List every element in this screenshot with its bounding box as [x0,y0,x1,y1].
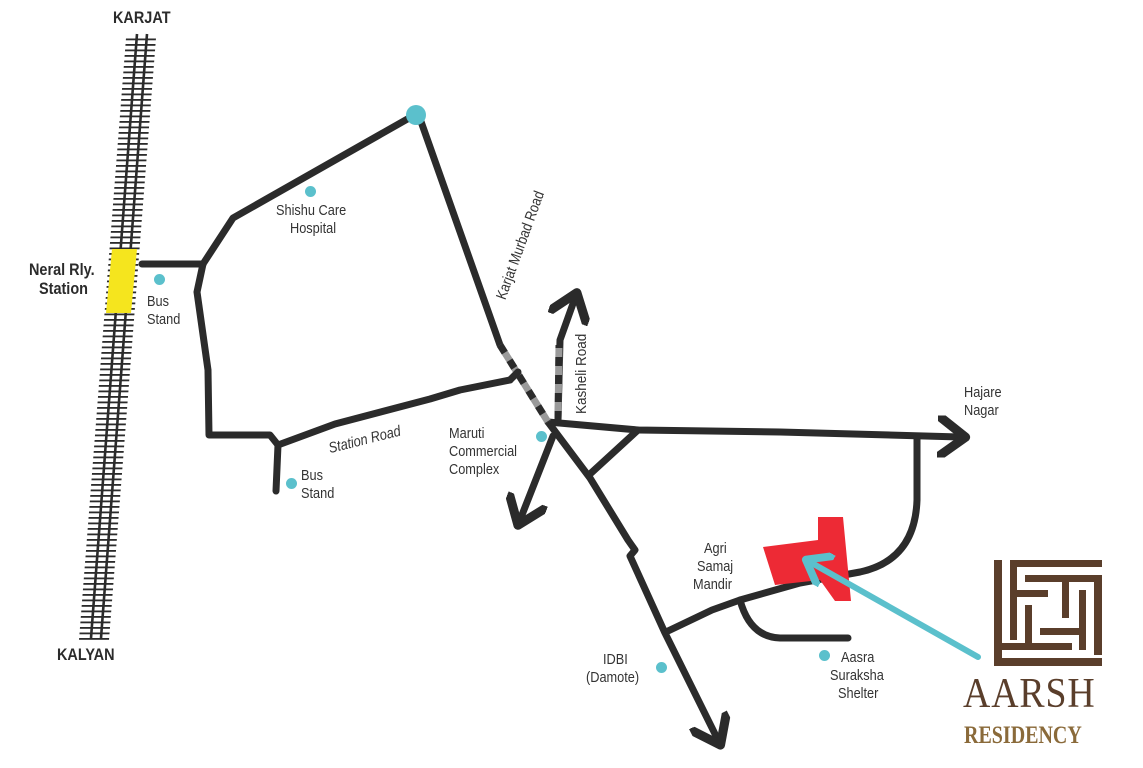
landmark-shishu-care-line1: Shishu Care [276,202,347,219]
poi-dot-bus-stand-north [154,274,165,285]
property-pointer-arrow [810,562,981,660]
poi-dot-shishu-care [305,186,316,197]
landmark-aasra-line1: Aasra [841,649,875,666]
road-label-kasheli: Kasheli Road [573,333,590,414]
landmark-maruti-line1: Maruti [449,425,485,442]
road-shishu-loop [199,109,422,268]
road-west-loop [193,260,282,449]
station-label-line1: Neral Rly. [29,260,95,279]
landmark-shishu-care-line2: Hospital [290,220,337,237]
road-bus-stand-stub [272,441,282,495]
poi-dot-bus-stand-south [286,478,297,489]
landmark-bus-stand-north-line1: Bus [147,293,169,310]
road-node-marker [406,105,426,125]
road-main-south [544,418,718,740]
station-label-line2: Station [39,279,88,298]
railway-track [79,33,156,640]
landmark-bus-stand-south-line2: Stand [301,485,335,502]
road-hajare-nagar [544,422,960,437]
brand-subtitle: RESIDENCY [964,722,1082,749]
aarsh-logo-mark [994,560,1102,666]
brand-name: AARSH [963,671,1096,717]
poi-dot-maruti [536,431,547,442]
landmark-idbi-line2: (Damote) [586,669,640,686]
landmark-agri-line1: Agri [704,540,727,557]
poi-dot-idbi [656,662,667,673]
road-triangle-connector [586,426,642,478]
rail-north-label: KARJAT [113,8,171,27]
landmark-aasra-line3: Shelter [838,685,879,702]
landmark-aasra-line2: Suraksha [830,667,884,684]
landmark-agri-line3: Mandir [693,576,732,593]
road-network [138,109,960,740]
landmark-bus-stand-north-line2: Stand [147,311,181,328]
landmark-maruti-line3: Complex [449,461,500,478]
rail-south-label: KALYAN [57,645,115,664]
road-karjat-murbad-upper [414,109,504,349]
destination-hajare-line2: Nagar [964,402,999,419]
poi-dot-aasra [819,650,830,661]
landmark-maruti-line2: Commercial [449,443,518,460]
landmark-idbi-line1: IDBI [603,651,628,668]
landmark-agri-line2: Samaj [697,558,734,575]
road-dashed-segments [497,343,563,424]
road-east-curve [664,433,921,635]
road-station-road [274,376,514,449]
neral-station-marker [106,249,137,313]
road-aasra-stub [736,596,852,642]
destination-hajare-line1: Hajare [964,384,1002,401]
landmark-bus-stand-south-line1: Bus [301,467,323,484]
road-southwest [520,432,557,520]
